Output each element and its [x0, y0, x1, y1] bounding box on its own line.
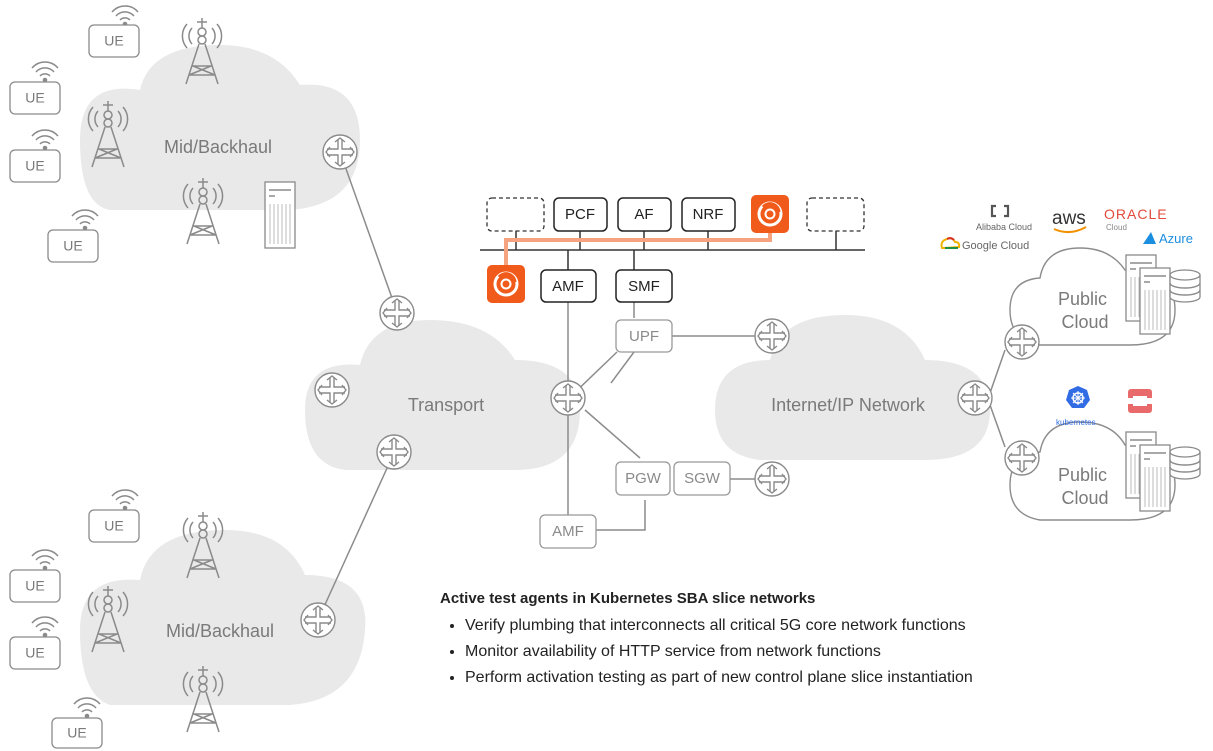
caption-bullet: Monitor availability of HTTP service fro… [465, 639, 1140, 665]
smf-label: SMF [628, 278, 660, 295]
ue-device: UE [88, 489, 140, 543]
aws-label: aws [1052, 208, 1086, 229]
router-icon-transport-bottom [376, 434, 412, 470]
ue-device: UE [88, 5, 140, 58]
caption-bullet: Verify plumbing that interconnects all c… [465, 613, 1140, 639]
oracle-label: ORACLE [1104, 206, 1168, 222]
router-icon-public-top [1004, 324, 1040, 360]
cloud-mid-backhaul-top [80, 45, 360, 210]
ue-label: UE [25, 158, 44, 174]
pcf-label: PCF [565, 206, 595, 223]
pgw-box [615, 461, 671, 496]
router-icon-transport-left [314, 372, 350, 408]
link-backhaul-top-to-transport [339, 151, 398, 313]
router-icon-backhaul-top [322, 134, 358, 170]
ue-label: UE [25, 645, 44, 661]
ue-device: UE [9, 129, 61, 183]
alibaba-cloud-logo: Alibaba Cloud [976, 204, 1032, 232]
cloud-label-public-top-line2: Cloud [1061, 312, 1108, 332]
placeholder-nf-left [486, 197, 545, 232]
server-icon-backhaul [264, 181, 296, 249]
ue-label: UE [67, 725, 86, 741]
router-icon-backhaul-bottom [300, 602, 336, 638]
caption-bullet-list: Verify plumbing that interconnects all c… [440, 613, 1140, 691]
caption-bullet: Perform activation testing as part of ne… [465, 665, 1140, 691]
google-cloud-logo: Google Cloud [940, 237, 1029, 252]
server-icon-public-bottom-b [1139, 444, 1171, 512]
cloud-label-mid-backhaul-top: Mid/Backhaul [164, 137, 272, 157]
ue-label: UE [25, 90, 44, 106]
cloud-mid-backhaul-bottom [80, 530, 366, 705]
sgw-box [673, 461, 731, 496]
ue-label: UE [63, 238, 82, 254]
af-box [617, 197, 672, 232]
link-backhaul-bottom-to-transport [317, 454, 394, 621]
azure-logo: Azure [1143, 231, 1193, 246]
ue-label: UE [104, 518, 123, 534]
smf-box [615, 269, 673, 303]
pcf-box [553, 197, 608, 232]
cloud-label-public-top: Public Cloud [1058, 289, 1112, 332]
cloud-label-public-top-line1: Public [1058, 289, 1107, 309]
ue-device: UE [9, 549, 61, 603]
google-cloud-label: Google Cloud [962, 240, 1029, 252]
amf-legacy-box [539, 514, 597, 549]
caption-heading: Active test agents in Kubernetes SBA sli… [440, 590, 816, 607]
ue-label: UE [25, 578, 44, 594]
router-icon-transport-top [379, 295, 415, 331]
nrf-label: NRF [693, 206, 724, 223]
sgw-label: SGW [684, 470, 721, 487]
cloud-label-public-bottom-line1: Public [1058, 465, 1107, 485]
af-label: AF [634, 206, 653, 223]
ue-device: UE [9, 61, 61, 115]
cloud-label-transport: Transport [408, 395, 484, 415]
link-core [566, 298, 1006, 545]
ue-device: UE [9, 616, 61, 670]
cloud-label-mid-backhaul-bottom: Mid/Backhaul [166, 621, 274, 641]
upf-label: UPF [629, 328, 659, 345]
aws-logo: aws [1052, 208, 1087, 233]
kubernetes-label: kubernetes [1056, 418, 1096, 427]
server-icon-public-top-b [1139, 267, 1171, 335]
test-agent-icon-bottom [485, 263, 527, 305]
cloud-label-internet: Internet/IP Network [771, 395, 926, 415]
ue-label: UE [104, 33, 123, 49]
cloud-transport [305, 320, 580, 470]
database-icon-public-bottom [1169, 446, 1201, 480]
cloud-internet [715, 315, 990, 460]
router-icon-sgw [754, 461, 790, 497]
agent-path [504, 232, 772, 265]
oracle-sub-label: Cloud [1106, 223, 1127, 232]
ue-device: UE [47, 209, 99, 263]
amf-legacy-label: AMF [552, 523, 584, 540]
router-icon-core [550, 380, 586, 416]
cloud-label-public-bottom-line2: Cloud [1061, 488, 1108, 508]
openshift-logo [1128, 389, 1152, 413]
amf-box [540, 269, 597, 303]
placeholder-nf-right [806, 197, 865, 232]
router-icon-internet-edge [957, 380, 993, 416]
alibaba-label: Alibaba Cloud [976, 222, 1032, 232]
pgw-label: PGW [625, 470, 662, 487]
service-bus [480, 231, 865, 270]
ue-device: UE [51, 697, 103, 749]
database-icon-public-top [1169, 269, 1201, 303]
nrf-box [681, 197, 736, 232]
router-icon-public-bottom [1004, 440, 1040, 476]
router-icon-upf [754, 318, 790, 354]
test-agent-icon-top [749, 193, 791, 235]
caption: Active test agents in Kubernetes SBA sli… [440, 590, 1140, 691]
oracle-cloud-logo: ORACLE Cloud [1104, 206, 1168, 232]
cloud-label-public-bottom: Public Cloud [1058, 465, 1112, 508]
amf-label: AMF [552, 278, 584, 295]
kubernetes-logo: kubernetes [1056, 386, 1096, 427]
azure-label: Azure [1159, 231, 1193, 246]
upf-box [615, 319, 673, 353]
